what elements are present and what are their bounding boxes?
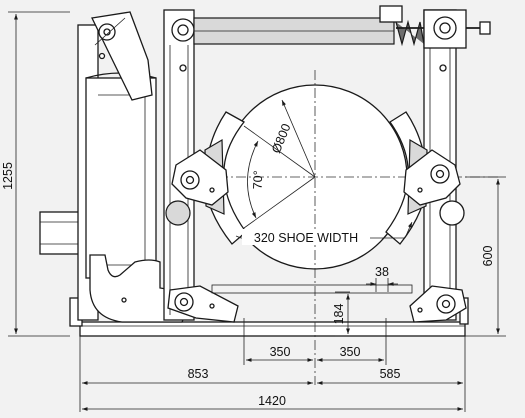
dim-label-right-length: 585 [380, 367, 401, 381]
dim-shoe-clearance: 38 [366, 265, 398, 292]
dim-left-right-lengths: 853 585 [79, 336, 466, 412]
left-top-link [91, 11, 153, 101]
left-pad-bolt [165, 200, 191, 226]
left-lower-pivot [167, 285, 239, 323]
right-pad-bolt [439, 200, 465, 226]
dim-label-left-length: 853 [188, 367, 209, 381]
dim-total-length: 1420 [82, 394, 463, 411]
dim-height-right: 600 [465, 176, 506, 337]
right-brake-shoe [385, 111, 461, 245]
dim-shoe-height: 184 [332, 291, 350, 337]
left-brake-shoe [171, 111, 247, 245]
right-lower-pivot [409, 285, 467, 323]
dim-label-total-length: 1420 [258, 394, 286, 408]
dim-half-spacing: 350 350 [243, 318, 387, 365]
dim-label-height-right: 600 [481, 246, 495, 267]
dim-label-shoe-height: 184 [332, 304, 346, 325]
dim-label-clearance: 38 [375, 265, 389, 279]
spring-rod-assembly [193, 5, 491, 47]
dim-label-half-right: 350 [340, 345, 361, 359]
dim-label-half-left: 350 [270, 345, 291, 359]
dim-total-height: 1255 [1, 11, 70, 337]
dim-label-angle: 70° [251, 170, 266, 189]
dim-shoe-angle: 70° [243, 125, 316, 229]
dim-shoe-width: 320 SHOE WIDTH [235, 221, 413, 245]
dim-label-total-height: 1255 [1, 162, 15, 190]
lower-guide [211, 284, 413, 294]
dim-label-shoe-width: 320 SHOE WIDTH [254, 231, 358, 245]
